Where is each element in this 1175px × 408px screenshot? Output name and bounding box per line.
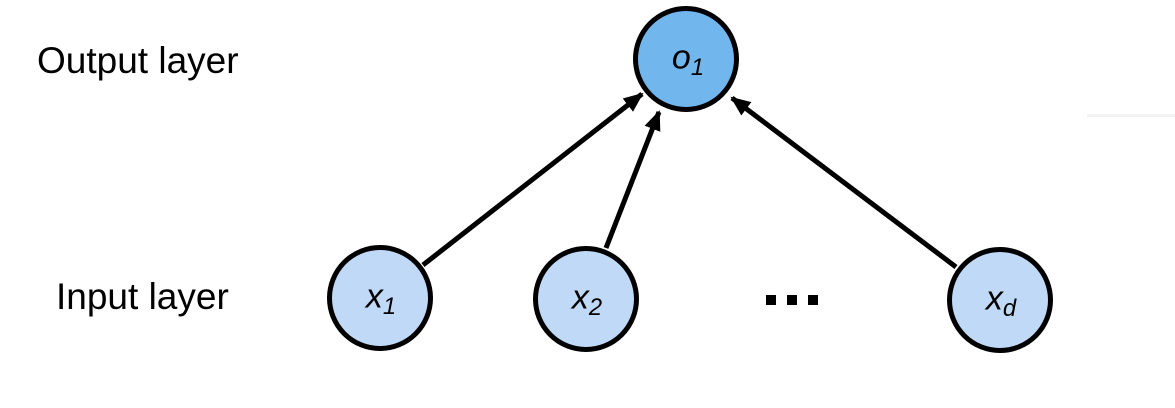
ellipsis-dot [787,295,797,305]
output-node-label: o1 [672,40,704,79]
output-node-o1 [633,6,739,112]
node-subscript: d [1002,294,1017,322]
node-symbol: x [571,278,589,317]
input-node-x1 [327,245,433,351]
input-node-x2 [533,246,639,352]
input-node-label-x1: x1 [366,279,396,318]
input-layer-label: Input layer [56,276,229,317]
node-symbol: x [365,277,383,316]
input-node-label-xd: xd [986,281,1016,320]
edge-x1-to-o1 [421,92,644,267]
faint-artifact-line [1087,114,1175,117]
ellipsis-dot [766,295,776,305]
node-subscript: 1 [382,292,397,320]
input-node-xd [947,247,1053,353]
edge-xd-to-o1 [730,96,958,269]
node-subscript: 1 [690,53,705,81]
input-node-label-x2: x2 [572,280,602,319]
edge-x2-to-o1 [603,110,662,249]
node-symbol: x [985,279,1003,318]
ellipsis-dot [808,295,818,305]
input-ellipsis [766,295,818,305]
node-symbol: o [671,38,691,77]
node-subscript: 2 [588,293,603,321]
output-layer-label: Output layer [37,40,239,81]
